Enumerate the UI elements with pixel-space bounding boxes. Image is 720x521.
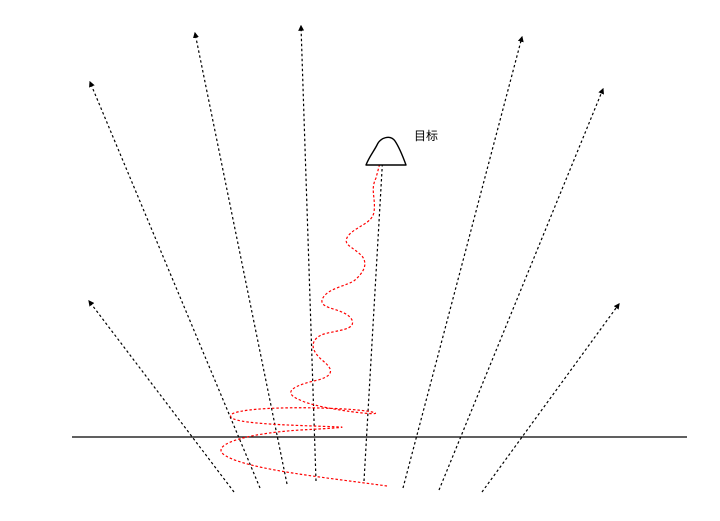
ray-8 bbox=[481, 303, 620, 493]
ray-group bbox=[88, 24, 620, 493]
ray-7 bbox=[438, 87, 604, 491]
ray-2 bbox=[89, 80, 261, 489]
target-mound-icon bbox=[365, 136, 407, 166]
red-wavy-path bbox=[220, 157, 388, 487]
ray-1 bbox=[88, 300, 235, 493]
ray-4 bbox=[298, 24, 317, 482]
ray-6 bbox=[402, 35, 524, 489]
ray-3 bbox=[193, 31, 288, 485]
target-label: 目标 bbox=[414, 129, 439, 143]
ray-5 bbox=[363, 151, 386, 482]
